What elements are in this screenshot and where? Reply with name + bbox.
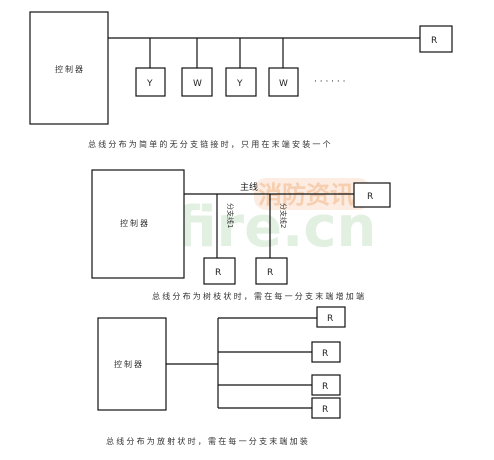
controller-label-1: 控制器 bbox=[55, 64, 85, 74]
device-box bbox=[181, 67, 213, 97]
end-resistor-1 bbox=[419, 25, 453, 53]
end-resistor-3c bbox=[311, 374, 341, 396]
device-label: W bbox=[193, 79, 202, 89]
device-box bbox=[135, 67, 166, 97]
diagram-tree: 控制器 主线 R 分支线1 分支线2 R R 总线分布为树枝状时，需在每一分支末… bbox=[91, 169, 391, 301]
controller-label-2: 控制器 bbox=[120, 218, 150, 228]
branch2-label: 分支线2 bbox=[279, 203, 288, 228]
end-resistor-2c bbox=[255, 257, 288, 285]
caption-3: 总线分布为放射状时，需在每一分支末端加装 bbox=[106, 436, 310, 446]
controller-label-3: 控制器 bbox=[114, 359, 144, 369]
device-label: W bbox=[279, 79, 288, 89]
device-box bbox=[268, 67, 299, 97]
end-resistor-3b bbox=[311, 341, 341, 363]
device-label: Y bbox=[146, 79, 153, 89]
diagram-simple-chain: 控制器 R Y W Y W · · · · · · 总线分布为简单的无分支链接时… bbox=[29, 11, 453, 149]
device-label: Y bbox=[236, 79, 243, 89]
controller-box-1 bbox=[29, 11, 109, 125]
end-resistor-label-2c: R bbox=[267, 268, 273, 278]
branch1-label: 分支线1 bbox=[226, 203, 235, 228]
end-resistor-label-3a: R bbox=[327, 314, 333, 324]
caption-2: 总线分布为树枝状时，需在每一分支末端增加端 bbox=[152, 291, 366, 301]
ellipsis: · · · · · · bbox=[314, 77, 345, 87]
diagram-radial: 控制器 R R R R 总线分布为放射状时，需在每一分支末端加装 bbox=[97, 306, 346, 446]
controller-box-2 bbox=[91, 169, 185, 279]
end-resistor-label-3b: R bbox=[322, 349, 328, 359]
device-box bbox=[225, 67, 257, 97]
end-resistor-3d bbox=[311, 397, 341, 419]
end-resistor-label-1: R bbox=[431, 36, 437, 46]
controller-box-3 bbox=[97, 317, 167, 411]
end-resistor-2a bbox=[353, 182, 391, 208]
end-resistor-label-3c: R bbox=[322, 382, 328, 392]
caption-1: 总线分布为简单的无分支链接时，只用在末端安装一个 bbox=[88, 139, 333, 149]
end-resistor-label-3d: R bbox=[322, 405, 328, 415]
end-resistor-label-2a: R bbox=[367, 192, 373, 202]
end-resistor-2b bbox=[203, 257, 236, 285]
end-resistor-3a bbox=[316, 306, 346, 328]
trunk-label: 主线 bbox=[240, 181, 258, 193]
end-resistor-label-2b: R bbox=[215, 268, 221, 278]
